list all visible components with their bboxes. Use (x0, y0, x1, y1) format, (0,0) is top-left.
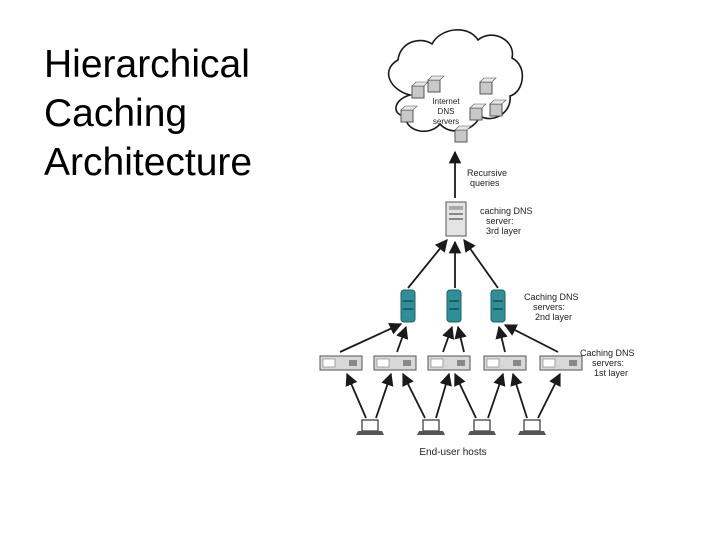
dns-server-cube (427, 75, 445, 93)
end-user-host (468, 419, 496, 435)
arrow-host-to-l1 (375, 372, 394, 419)
laptop-icon (523, 419, 541, 432)
laptop-icon (473, 419, 491, 432)
recursive-label-line-1: Recursive (467, 168, 507, 178)
cloud-label-line-1: Internet (432, 97, 460, 106)
layer1-server (483, 355, 527, 371)
arrow-l2-to-l3 (463, 238, 499, 289)
layer3-label-line-3: 3rd layer (486, 226, 521, 236)
layer2-server (490, 289, 506, 323)
arrow-host-to-l1 (510, 372, 528, 419)
dns-server-cube (411, 81, 429, 99)
layer3-label-line-2: server: (486, 216, 514, 226)
arrow-host-to-l1 (537, 372, 561, 419)
arrow-l1-to-l2 (495, 325, 508, 353)
arrow-l2-to-l3 (407, 239, 448, 289)
arrow-l1-to-l2 (503, 324, 559, 353)
layer3-server (445, 201, 467, 237)
tower-server-icon (446, 289, 462, 323)
arrow-host-to-l1 (435, 372, 452, 419)
arrow-l1-to-l2 (396, 325, 409, 353)
layer2-server (446, 289, 462, 323)
layer2-label-line-3: 2nd layer (535, 312, 572, 322)
layer1-label-line-3: 1st layer (594, 368, 628, 378)
layer1-label-line-2: servers: (592, 358, 624, 368)
end-user-host (356, 419, 384, 435)
internet-cloud: Internet DNS servers (387, 29, 524, 143)
layer2-server (400, 289, 416, 323)
arrow-host-to-l1 (402, 372, 426, 419)
hosts-label: End-user hosts (419, 447, 486, 458)
dns-server-cube (454, 125, 472, 143)
cloud-icon (387, 29, 524, 133)
laptop-icon (361, 419, 379, 432)
arrow-l1-to-l2 (339, 323, 403, 353)
dns-server-cube (479, 77, 497, 95)
layer1-server (539, 355, 583, 371)
arrow-host-to-l1 (454, 372, 477, 419)
arrow-l1-to-l2 (454, 325, 467, 353)
end-user-host (518, 419, 546, 435)
layer1-server (427, 355, 471, 371)
layer2-label-line-1: Caching DNS (524, 292, 579, 302)
recursive-label-line-2: queries (470, 178, 500, 188)
dns-server-cube (400, 105, 418, 123)
title-line-2: Caching (44, 92, 188, 135)
cloud-label-line-2: DNS (438, 107, 455, 116)
title-line-1: Hierarchical (44, 43, 250, 86)
dns-server-cube (489, 99, 507, 117)
arrow-l1-to-l2 (442, 325, 455, 353)
tower-server-icon (400, 289, 416, 323)
layer2-label-line-2: servers: (533, 302, 565, 312)
layer1-server (373, 355, 417, 371)
tower-server-icon (490, 289, 506, 323)
slide-title: Hierarchical Caching Architecture (44, 40, 344, 187)
layer1-server (319, 355, 363, 371)
arrow-host-to-l1 (345, 372, 367, 419)
arrow-host-to-l1 (487, 372, 506, 419)
dns-server-cube (469, 103, 487, 121)
end-user-host (417, 419, 445, 435)
cloud-label-line-3: servers (433, 117, 459, 126)
laptop-icon (422, 419, 440, 432)
layer3-label-line-1: caching DNS (480, 206, 533, 216)
layer1-label-line-1: Caching DNS (580, 348, 635, 358)
title-line-3: Architecture (44, 141, 253, 184)
